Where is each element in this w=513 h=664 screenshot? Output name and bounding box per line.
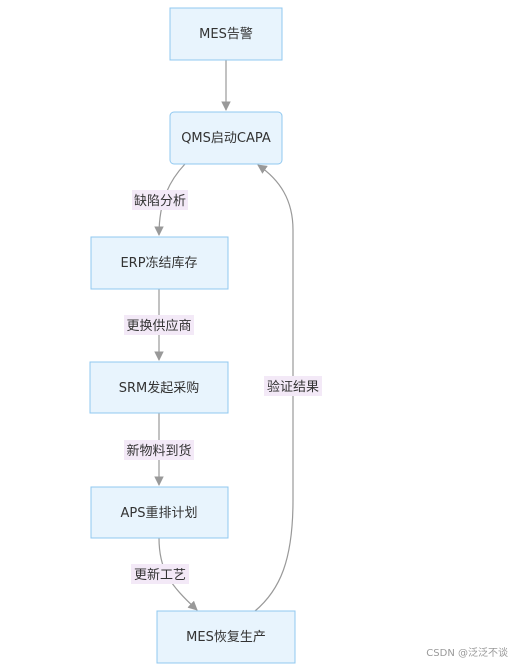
svg-text:更新工艺: 更新工艺 — [134, 567, 186, 583]
edge-label-verify-result: 验证结果 — [264, 376, 322, 396]
node-erp-freeze[interactable]: ERP冻结库存 — [90, 236, 229, 290]
edge-label-material-arrival: 新物料到货 — [124, 440, 194, 460]
node-aps-reschedule[interactable]: APS重排计划 — [90, 486, 229, 539]
watermark: CSDN @泛泛不谈 — [426, 646, 508, 659]
node-mes-resume[interactable]: MES恢复生产 — [156, 610, 296, 664]
node-srm-purchase-label: SRM发起采购 — [119, 380, 200, 396]
edge-label-update-process: 更新工艺 — [131, 564, 189, 584]
node-erp-freeze-label: ERP冻结库存 — [120, 255, 197, 271]
node-qms-capa-label: QMS启动CAPA — [181, 131, 271, 146]
edge-mes-resume-to-qms — [254, 164, 294, 612]
node-mes-alarm[interactable]: MES告警 — [169, 7, 283, 61]
svg-text:新物料到货: 新物料到货 — [126, 443, 191, 459]
svg-text:缺陷分析: 缺陷分析 — [134, 194, 186, 209]
svg-text:更换供应商: 更换供应商 — [126, 318, 191, 334]
node-srm-purchase[interactable]: SRM发起采购 — [89, 361, 229, 414]
node-aps-reschedule-label: APS重排计划 — [121, 505, 198, 521]
node-mes-resume-label: MES恢复生产 — [186, 630, 266, 645]
node-mes-alarm-label: MES告警 — [199, 26, 253, 42]
edge-label-change-supplier: 更换供应商 — [124, 315, 194, 335]
svg-text:验证结果: 验证结果 — [267, 379, 319, 395]
node-qms-capa[interactable]: QMS启动CAPA — [169, 111, 283, 165]
edge-label-defect-analysis: 缺陷分析 — [132, 190, 188, 210]
